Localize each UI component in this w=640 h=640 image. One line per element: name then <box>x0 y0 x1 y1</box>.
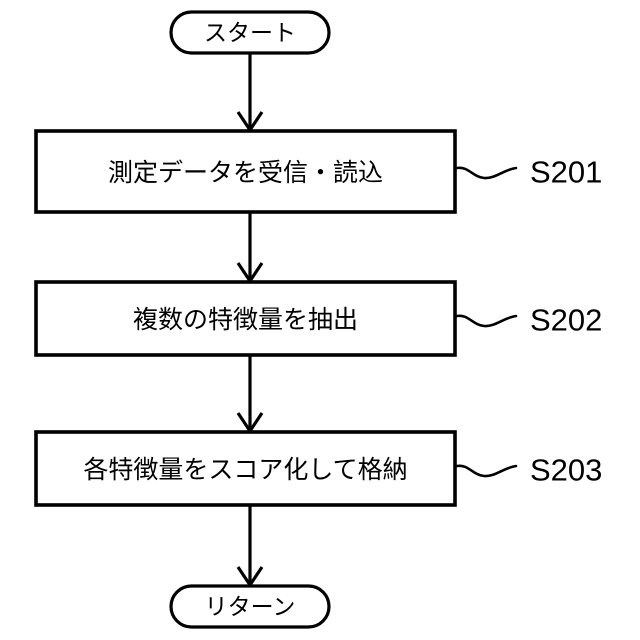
step3-process-shape <box>34 430 457 507</box>
node-step3[interactable]: 各特徴量をスコア化して格納 <box>34 430 457 507</box>
step2-label: 複数の特徴量を抽出 <box>133 305 358 334</box>
step1-label: 測定データを受信・読込 <box>108 158 383 187</box>
step-label-s202: S202 <box>530 303 602 338</box>
node-end[interactable]: リターン <box>169 584 331 629</box>
connector-step1-to-step2 <box>236 212 264 284</box>
end-terminator-shape <box>169 584 331 629</box>
step-label-s203: S203 <box>530 453 602 488</box>
step1-process-shape <box>34 129 457 214</box>
step-label-s202-group: S202 <box>455 303 602 338</box>
node-step2[interactable]: 複数の特徴量を抽出 <box>34 280 457 357</box>
step3-label: 各特徴量をスコア化して格納 <box>83 455 407 484</box>
start-label: スタート <box>204 21 296 47</box>
connector-step3-to-end <box>236 505 264 588</box>
leader-squiggle-icon <box>455 314 518 328</box>
step-label-s201: S201 <box>530 155 602 190</box>
end-label: リターン <box>205 595 296 621</box>
step2-process-shape <box>34 280 457 357</box>
step-label-s203-group: S203 <box>455 453 602 488</box>
node-start[interactable]: スタート <box>169 10 331 55</box>
step-label-s201-group: S201 <box>455 155 602 190</box>
node-step1[interactable]: 測定データを受信・読込 <box>34 129 457 214</box>
leader-squiggle-icon <box>455 166 518 180</box>
leader-squiggle-icon <box>455 464 518 478</box>
connector-step2-to-step3 <box>236 355 264 434</box>
connector-start-to-step1 <box>236 53 264 133</box>
